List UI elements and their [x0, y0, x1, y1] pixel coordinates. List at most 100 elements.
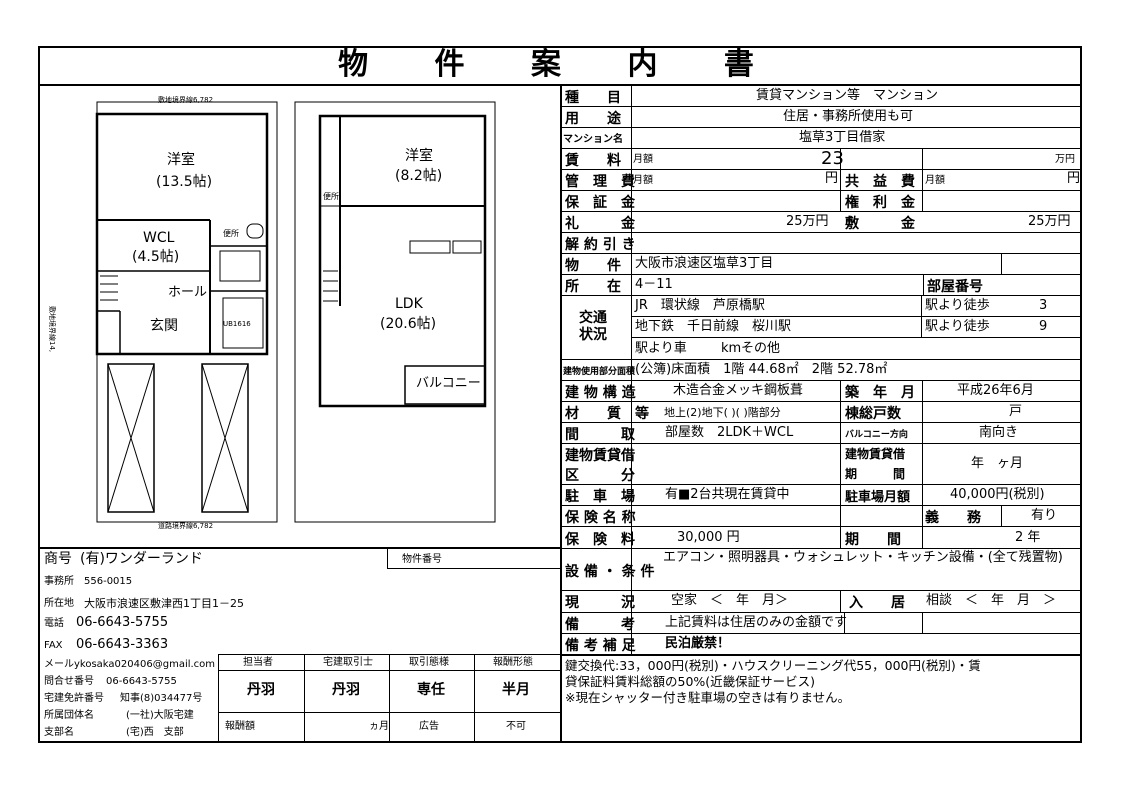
- license-value: 知事(8)034477号: [120, 693, 203, 704]
- reikin-label: 礼 金: [565, 216, 635, 232]
- f2-ldk-size: (20.6帖): [380, 316, 437, 332]
- common-fee-unit: 円: [1067, 171, 1081, 186]
- lease-period-label-2: 期 間: [845, 467, 906, 481]
- lot-side-label: 敷地境界線14,: [48, 306, 56, 353]
- lease-period-label-1: 建物賃貸借: [845, 447, 906, 461]
- address-value: 大阪市浪速区敷津西1丁目1－25: [84, 597, 244, 610]
- f1-room1-size: (13.5帖): [156, 174, 213, 190]
- material-label: 材 質 等: [565, 406, 649, 422]
- company-block: 商号 (有)ワンダーランド 物件番号 事務所 556-0015 所在地 大阪市浪…: [40, 548, 561, 743]
- mgmt-fee-month: 月額: [633, 175, 653, 186]
- room-number-label: 部屋番号: [927, 279, 983, 295]
- company-name: (有)ワンダーランド: [80, 551, 203, 567]
- staff-h-agent: 宅建取引士: [323, 657, 373, 668]
- property-value: 大阪市浪速区塩草3丁目: [635, 256, 774, 271]
- lot-top-label: 敷地境界線6,782: [158, 96, 214, 104]
- property-label: 物 件: [565, 258, 621, 274]
- balcony-dir-label: バルコニー方向: [845, 430, 908, 440]
- association-label: 所属団体名: [44, 710, 94, 721]
- fax-value: 06-6643-3363: [76, 637, 169, 652]
- transport-1-min: 3: [1039, 298, 1048, 313]
- parking-fee-value: 40,000円(税別): [950, 487, 1045, 502]
- insurance-period-value: 2 年: [1015, 530, 1041, 545]
- cancellation-label: 解 約 引 き: [565, 237, 636, 253]
- f1-room1-name: 洋室: [167, 152, 195, 168]
- note2-label: 備 考 補 足: [565, 638, 636, 654]
- floor-plan-drawing: [95, 101, 496, 523]
- insurance-fee-value: 30,000 円: [677, 530, 740, 545]
- staff-h-mode: 取引態様: [409, 657, 449, 668]
- type-value: 賃貸マンション等 マンション: [756, 88, 939, 103]
- transport-1-walk: 駅より徒歩: [925, 298, 990, 313]
- common-fee-month: 月額: [925, 175, 945, 186]
- company-top-border: [40, 547, 560, 549]
- staff-v-agent: 丹羽: [332, 682, 360, 698]
- area-label: 建物使用部分面積: [563, 367, 636, 377]
- mail-label: メール: [44, 659, 74, 670]
- transport-3-other: その他: [741, 341, 781, 356]
- f2-room1-size: (8.2帖): [395, 168, 443, 184]
- location-label: 所 在: [565, 279, 621, 295]
- status-label: 現 況: [565, 595, 635, 611]
- document-frame: [38, 46, 1082, 743]
- remarks-line-1: 鍵交換代:33，000円(税別)・ハウスクリーニング代55，000円(税別)・賃: [565, 658, 981, 673]
- transport-2-min: 9: [1039, 319, 1048, 334]
- f2-room1-name: 洋室: [405, 148, 433, 164]
- equipment-label: 設 備 ・ 条 件: [565, 564, 655, 580]
- deposit-label: 保 証 金: [565, 195, 635, 211]
- property-info-table: 種 目 賃貸マンション等 マンション 用 途 住居・事務所使用も可 マンション名…: [561, 86, 1081, 741]
- tel-value: 06-6643-5755: [76, 615, 169, 630]
- duty-label: 義 務: [925, 510, 981, 526]
- transport-label: 交通状況: [579, 310, 607, 343]
- f1-bath: UB1616: [223, 320, 251, 328]
- f2-ldk-name: LDK: [395, 296, 423, 312]
- company-name-label: 商号: [44, 551, 72, 567]
- structure-label: 建 物 構 造: [565, 385, 636, 401]
- common-fee-label: 共 益 費: [845, 174, 915, 190]
- office-value: 556-0015: [84, 576, 133, 587]
- staff-h-fee: 報酬形態: [493, 657, 533, 668]
- rent-value: 23: [821, 148, 844, 169]
- use-value: 住居・事務所使用も可: [783, 109, 914, 124]
- lease-period-value: 年 ヶ月: [971, 456, 1024, 471]
- staff-h-person: 担当者: [243, 657, 273, 668]
- note-value: 上記賃料は住居のみの金額です: [665, 615, 848, 630]
- parking-label: 駐 車 場: [565, 489, 635, 505]
- key-money-label: 権 利 金: [845, 195, 915, 211]
- type-label: 種 目: [565, 90, 621, 106]
- f2-balcony: バルコニー: [416, 376, 481, 391]
- mansion-name-value: 塩草3丁目借家: [799, 130, 886, 145]
- staff-f-months: ヵ月: [369, 721, 389, 732]
- move-in-label: 入 居: [849, 595, 905, 611]
- transport-1-line: JR 環状線 芦原橋駅: [635, 298, 765, 313]
- transport-2-line: 地下鉄 千日前線 桜川駅: [635, 319, 792, 334]
- inquiry-label: 問合せ番号: [44, 676, 94, 687]
- equipment-value: エアコン・照明器具・ウォシュレット・キッチン設備・(全て残置物): [663, 550, 1063, 565]
- insurance-period-label: 期 間: [845, 532, 901, 548]
- use-label: 用 途: [565, 111, 621, 127]
- staff-f-ad: 広告: [419, 721, 439, 732]
- f1-entrance: 玄関: [150, 318, 178, 334]
- staff-v-fee: 半月: [502, 682, 530, 698]
- branch-value: (宅)西 支部: [126, 727, 184, 738]
- layout-label: 間 取: [565, 427, 635, 443]
- staff-v-person: 丹羽: [247, 682, 275, 698]
- parking-fee-label: 駐車場月額: [845, 490, 911, 505]
- fax-label: FAX: [44, 640, 63, 651]
- location-value: 4－11: [635, 277, 673, 292]
- structure-value: 木造合金メッキ鋼板葺: [673, 383, 804, 398]
- staff-f-ad-value: 不可: [506, 721, 526, 732]
- mgmt-fee-unit: 円: [825, 171, 839, 186]
- floor-plan-area: 敷地境界線6,782 道路境界線6,782 敷地境界線14, 洋室 (13.5帖…: [40, 86, 560, 546]
- center-divider: [560, 86, 562, 741]
- transport-3-km: km: [721, 341, 742, 356]
- f1-toilet: 便所: [223, 229, 239, 238]
- units-value: 戸: [1009, 404, 1023, 419]
- office-label: 事務所: [44, 576, 74, 587]
- built-label: 築 年 月: [845, 385, 915, 401]
- branch-label: 支部名: [44, 727, 74, 738]
- license-label: 宅建免許番号: [44, 693, 104, 704]
- layout-value: 部屋数 2LDK＋WCL: [665, 425, 794, 440]
- duty-value: 有り: [1031, 508, 1058, 523]
- area-value: (公簿)床面積 1階 44.68㎡ 2階 52.78㎡: [635, 362, 888, 377]
